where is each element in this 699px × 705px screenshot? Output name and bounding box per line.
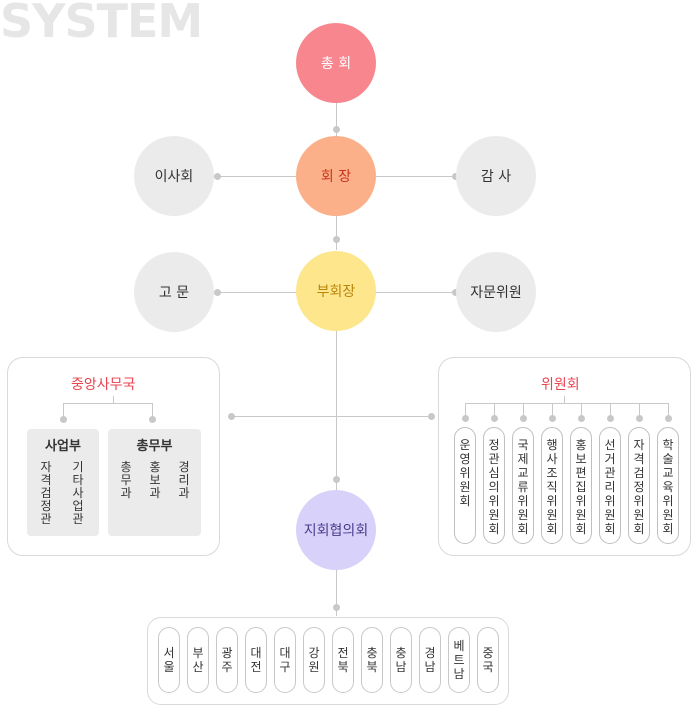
committee-item: 국제교류위원회 xyxy=(512,427,534,544)
connector-dot xyxy=(578,415,585,422)
committee-tree-drop xyxy=(494,403,495,417)
board-label: 이사회 xyxy=(154,169,194,185)
advisory-committee-node: 자문위원 xyxy=(456,252,536,332)
connector-dot xyxy=(452,289,459,296)
president-label: 회 장 xyxy=(320,169,352,185)
committee-item: 행사조직위원회 xyxy=(541,427,563,544)
committee-tree-drop xyxy=(610,403,611,417)
office-tree-right xyxy=(152,403,153,418)
connector-vertical-bottom xyxy=(336,570,337,616)
committee-item: 홍보편집위원회 xyxy=(570,427,592,544)
committee-tree-stem xyxy=(564,396,565,404)
general-affairs-dept-box: 총무부 총무과 홍보과 경리과 xyxy=(108,429,201,536)
committee-item: 선거관리위원회 xyxy=(599,427,621,544)
board-node: 이사회 xyxy=(134,136,214,216)
connector-dot xyxy=(520,415,527,422)
general-affairs-dept-title: 총무부 xyxy=(136,439,173,454)
connector-vertical-top xyxy=(336,102,337,138)
office-tree-left xyxy=(63,403,64,418)
connector-dot xyxy=(636,415,643,422)
committee-tree-bar xyxy=(465,403,668,404)
committee-tree-drop xyxy=(552,403,553,417)
auditor-label: 감 사 xyxy=(480,169,512,185)
committee-item: 운영위원회 xyxy=(454,427,476,544)
vice-president-label: 부회장 xyxy=(316,284,356,300)
vice-president-node: 부회장 xyxy=(296,251,376,331)
president-node: 회 장 xyxy=(296,136,376,216)
general-affairs-item: 경리과 xyxy=(178,460,190,500)
general-affairs-item: 총무과 xyxy=(120,460,132,500)
branch-item: 강원 xyxy=(303,627,325,693)
branch-item: 충남 xyxy=(390,627,412,693)
committee-tree-drop xyxy=(465,403,466,417)
connector-dot xyxy=(462,415,469,422)
connector-dot xyxy=(428,413,435,420)
committee-tree-drop xyxy=(581,403,582,417)
office-tree-bar xyxy=(63,403,152,404)
connector-dot xyxy=(549,415,556,422)
connector-dot xyxy=(665,415,672,422)
office-tree-stem xyxy=(113,396,114,404)
connector-dot xyxy=(491,415,498,422)
branch-item: 베트남 xyxy=(448,627,470,693)
connector-dot xyxy=(214,289,221,296)
central-office-title: 중앙사무국 xyxy=(71,377,136,393)
committee-item: 자격검정위원회 xyxy=(628,427,650,544)
general-affairs-item: 홍보과 xyxy=(149,460,161,500)
connector-dot xyxy=(149,416,156,423)
connector-dot xyxy=(214,173,221,180)
branch-item: 전북 xyxy=(332,627,354,693)
branch-item: 대전 xyxy=(245,627,267,693)
connector-dot xyxy=(60,416,67,423)
branch-item: 대구 xyxy=(274,627,296,693)
business-dept-box: 사업부 자격검정관 기타사업관 xyxy=(27,429,99,536)
branch-council-node: 지회협의회 xyxy=(296,490,376,570)
committee-item: 학술교육위원회 xyxy=(657,427,679,544)
committee-tree-drop xyxy=(523,403,524,417)
committee-tree-drop xyxy=(639,403,640,417)
general-assembly-node: 총 회 xyxy=(296,23,376,103)
branch-item: 중국 xyxy=(477,627,499,693)
general-assembly-label: 총 회 xyxy=(320,56,352,72)
branch-item: 부산 xyxy=(187,627,209,693)
advisor-label: 고 문 xyxy=(158,285,190,301)
connector-dot xyxy=(333,476,340,483)
committees-title: 위원회 xyxy=(541,377,580,393)
connector-vertical-main xyxy=(336,330,337,490)
connector-horizontal-offices xyxy=(229,416,434,417)
business-dept-title: 사업부 xyxy=(45,439,81,454)
page-title: SYSTEM xyxy=(0,0,203,48)
advisory-committee-label: 자문위원 xyxy=(470,285,522,301)
advisor-node: 고 문 xyxy=(134,252,214,332)
auditor-node: 감 사 xyxy=(456,136,536,216)
branch-council-label: 지회협의회 xyxy=(303,523,369,539)
branch-item: 서울 xyxy=(158,627,180,693)
connector-dot xyxy=(333,236,340,243)
connector-dot xyxy=(228,413,235,420)
connector-dot xyxy=(607,415,614,422)
branch-item: 경남 xyxy=(419,627,441,693)
committees-panel: 위원회 운영위원회 정관심의위원회 국제교류위원회 행사조직위원회 홍보편집위원… xyxy=(438,357,691,556)
business-dept-item: 기타사업관 xyxy=(72,460,84,526)
branch-item: 광주 xyxy=(216,627,238,693)
connector-dot xyxy=(452,173,459,180)
business-dept-item: 자격검정관 xyxy=(40,460,52,526)
branch-item: 충북 xyxy=(361,627,383,693)
connector-dot xyxy=(333,604,340,611)
connector-dot xyxy=(333,126,340,133)
central-office-panel: 중앙사무국 사업부 자격검정관 기타사업관 총무부 총무과 홍보과 경리과 xyxy=(7,357,220,556)
committee-tree-drop xyxy=(668,403,669,417)
committee-item: 정관심의위원회 xyxy=(483,427,505,544)
connector-vertical-mid xyxy=(336,216,337,250)
